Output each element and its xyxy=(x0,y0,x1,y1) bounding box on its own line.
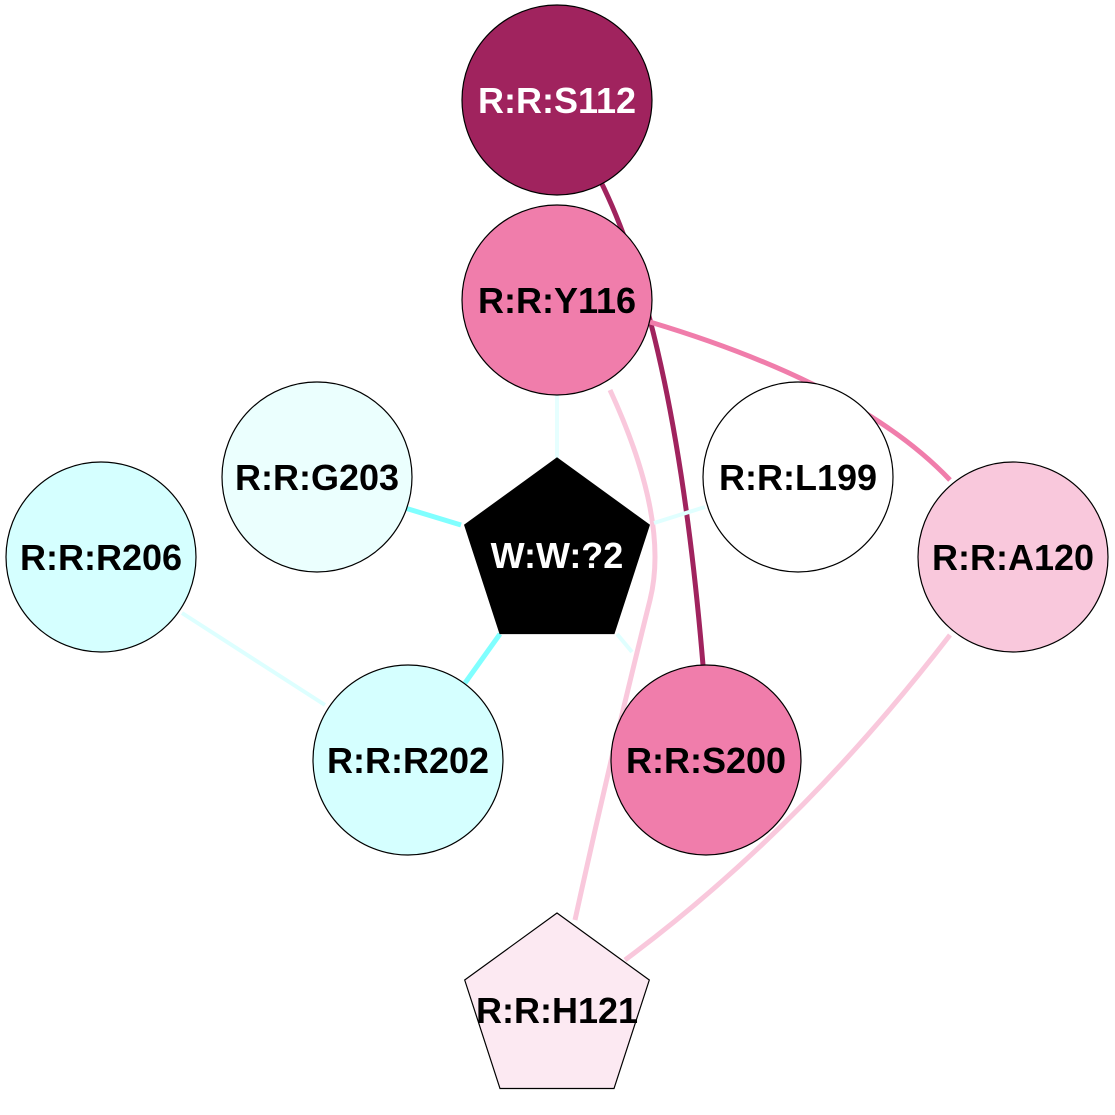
node-shape xyxy=(312,664,504,856)
node-w2[interactable]: W:W:?2 xyxy=(463,457,651,635)
node-label: R:R:L199 xyxy=(719,457,877,498)
node-shape xyxy=(221,381,413,573)
node-shape xyxy=(461,204,653,396)
edge-s112-s200 xyxy=(597,178,706,666)
node-label: R:R:G203 xyxy=(235,457,399,498)
edges xyxy=(180,178,952,963)
node-y116[interactable]: R:R:Y116 xyxy=(461,204,653,396)
node-shape xyxy=(5,461,197,653)
node-a120[interactable]: R:R:A120 xyxy=(917,461,1109,653)
node-r206[interactable]: R:R:R206 xyxy=(5,461,197,653)
node-label: R:R:Y116 xyxy=(478,280,636,321)
edge-w2-s200 xyxy=(615,632,634,654)
node-label: R:R:S112 xyxy=(478,80,636,121)
node-l199[interactable]: R:R:L199 xyxy=(702,381,894,573)
node-shape xyxy=(463,912,651,1090)
node-label: R:R:A120 xyxy=(932,537,1094,578)
node-h121[interactable]: R:R:H121 xyxy=(463,912,651,1090)
node-g203[interactable]: R:R:G203 xyxy=(221,381,413,573)
edge-r206-r202 xyxy=(180,611,327,707)
node-shape xyxy=(463,457,651,635)
node-shape xyxy=(461,4,653,196)
edge-w2-l199 xyxy=(653,505,706,525)
node-label: R:R:R202 xyxy=(327,740,489,781)
node-r202[interactable]: R:R:R202 xyxy=(312,664,504,856)
edge-a120-h121 xyxy=(623,633,952,963)
node-s200[interactable]: R:R:S200 xyxy=(610,664,802,856)
node-label: R:R:H121 xyxy=(476,990,638,1031)
node-shape xyxy=(702,381,894,573)
edge-w2-r202 xyxy=(462,632,503,685)
node-label: R:R:S200 xyxy=(626,740,786,781)
node-shape xyxy=(610,664,802,856)
edge-w2-g203 xyxy=(404,505,462,528)
node-s112[interactable]: R:R:S112 xyxy=(461,4,653,196)
node-label: W:W:?2 xyxy=(491,535,624,576)
node-label: R:R:R206 xyxy=(20,537,182,578)
edge-y116-h121 xyxy=(572,388,658,921)
node-shape xyxy=(917,461,1109,653)
